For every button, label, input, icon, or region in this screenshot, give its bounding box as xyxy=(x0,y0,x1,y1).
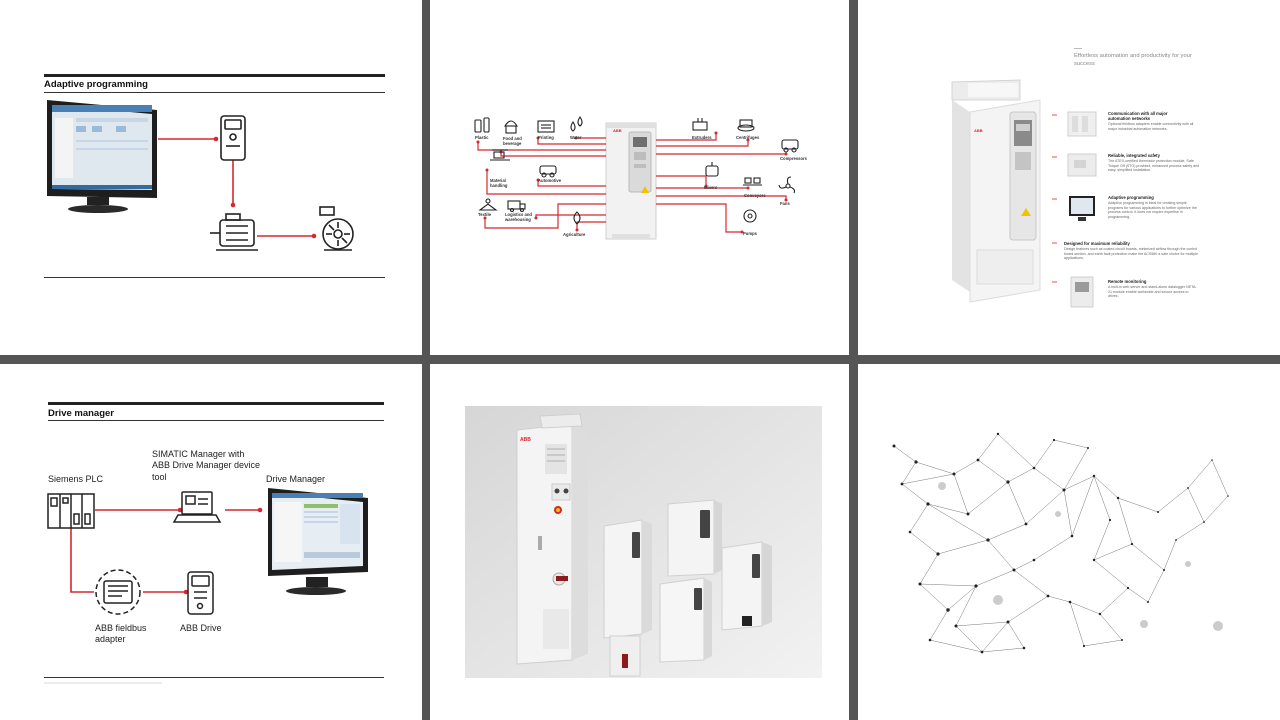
label-fieldbus-adapter: ABB fieldbus adapter xyxy=(95,623,147,645)
applications-diagram: ABB xyxy=(474,116,799,240)
automotive-icon xyxy=(539,165,557,178)
label-fans: Fans xyxy=(780,201,790,206)
mixer-icon xyxy=(705,162,719,177)
water-drops-icon xyxy=(570,116,583,132)
material-handling-icon xyxy=(490,149,510,161)
label-textile: Textile xyxy=(478,212,491,217)
motor-icon xyxy=(210,213,258,251)
label-water: Water xyxy=(570,135,582,140)
adaptive-programming-diagram xyxy=(47,100,354,251)
feature-body-remote: A built-in web server and stand-alone da… xyxy=(1108,285,1197,299)
slide-adaptive-programming[interactable]: Adaptive programming xyxy=(0,0,422,355)
feature-body-adaptive: Adaptive programming is ideal for creati… xyxy=(1108,201,1197,220)
label-centrifuges: Centrifuges xyxy=(736,135,760,140)
cabinet-drive-icon xyxy=(516,413,588,665)
slide-drive-family[interactable]: ABB xyxy=(430,364,849,720)
label-logistics: Logistics and warehousing xyxy=(505,212,532,222)
label-material-handling: Material handling xyxy=(490,178,508,188)
compressor-icon xyxy=(781,139,799,153)
feature-body-safety: The ATEX-certified thermistor protection… xyxy=(1108,159,1200,173)
laptop-icon xyxy=(172,491,222,523)
title-rule-bottom xyxy=(44,92,385,93)
slide-drive-manager[interactable]: Drive manager Siemens PLC SIMATIC Manage… xyxy=(0,364,422,720)
slide-title: Adaptive programming xyxy=(44,79,148,90)
features-graphic: ABB xyxy=(951,79,1097,308)
title-rule-top xyxy=(48,402,384,405)
abb-logo: ABB xyxy=(613,128,622,133)
label-simatic: SIMATIC Manager with ABB Drive Manager d… xyxy=(152,449,261,482)
label-food: Food and beverage xyxy=(503,136,522,146)
wall-drive-large-icon xyxy=(603,519,652,677)
label-drive-manager: Drive Manager xyxy=(266,474,326,484)
wall-drive-right-icon xyxy=(721,541,772,631)
footer-rule xyxy=(44,277,385,278)
feature-body-reliability: Design features such as coated circuit b… xyxy=(1064,247,1199,261)
heading-dash xyxy=(1074,48,1082,49)
textile-hanger-icon xyxy=(478,198,498,211)
wall-drive-flange-icon xyxy=(667,499,722,577)
fieldbus-module-thumb xyxy=(1067,111,1097,137)
monitor-icon xyxy=(47,100,157,213)
wall-drive-small-icon xyxy=(659,577,712,663)
label-printing: Printing xyxy=(538,135,554,140)
pump-icon xyxy=(319,206,354,251)
feature-title-safety: Reliable, integrated safety xyxy=(1108,153,1160,158)
slide-network-background[interactable] xyxy=(858,364,1280,720)
extruder-icon xyxy=(692,118,708,131)
acs580-drive-icon xyxy=(605,122,657,240)
label-plastic: Plastic xyxy=(475,135,489,140)
fan-icon xyxy=(778,176,796,194)
plc-icon xyxy=(47,493,95,529)
label-mixers: Mixers xyxy=(704,185,718,190)
plastic-bottle-icon xyxy=(474,117,490,133)
logistics-truck-icon xyxy=(507,200,526,213)
remote-monitoring-thumb xyxy=(1070,276,1094,308)
safety-module-thumb xyxy=(1067,153,1097,177)
slide-features[interactable]: Effortless automation and productivity f… xyxy=(858,0,1280,355)
svg-text:ABB: ABB xyxy=(520,437,531,443)
feature-title-reliability: Designed for maximum reliability xyxy=(1064,241,1130,246)
food-cupcake-icon xyxy=(504,120,518,134)
network-mesh-graphic xyxy=(892,432,1229,654)
label-pumps: Pumps xyxy=(743,231,757,236)
fieldbus-adapter-icon xyxy=(95,569,141,615)
label-abb-drive: ABB Drive xyxy=(180,623,222,633)
slide-applications[interactable]: ABB xyxy=(430,0,849,355)
label-siemens-plc: Siemens PLC xyxy=(48,474,104,484)
agriculture-pear-icon xyxy=(573,211,581,225)
drive-icon xyxy=(220,115,246,161)
drive-manager-diagram xyxy=(47,488,368,615)
monitor-thumb xyxy=(1069,196,1095,221)
slide-title: Drive manager xyxy=(48,408,115,419)
label-compressors: Compressors xyxy=(780,156,807,161)
acs580-tall-drive-icon xyxy=(951,79,1041,303)
label-agriculture: Agriculture xyxy=(563,232,586,237)
drive-family-photo: ABB xyxy=(465,406,822,678)
features-heading: Effortless automation and productivity f… xyxy=(1074,53,1192,67)
centrifuge-icon xyxy=(737,119,755,132)
abb-drive-icon xyxy=(187,571,214,615)
printer-icon xyxy=(537,120,555,133)
label-extruders: Extruders xyxy=(692,135,712,140)
footer-bar xyxy=(44,682,162,684)
label-conveyors: Conveyors xyxy=(744,193,766,198)
svg-text:ABB: ABB xyxy=(974,128,983,133)
conveyor-icon xyxy=(743,177,762,186)
feature-body-communication: Optional fieldbus adapters enable connec… xyxy=(1108,122,1194,131)
footer-rule xyxy=(44,677,384,678)
feature-title-communication: Communication with all major automation … xyxy=(1108,111,1168,121)
feature-title-adaptive: Adaptive programming xyxy=(1108,195,1154,200)
pump-small-icon xyxy=(743,209,757,223)
title-rule-bottom xyxy=(48,420,384,421)
title-rule-top xyxy=(44,74,385,77)
label-automotive: Automotive xyxy=(538,178,562,183)
feature-title-remote: Remote monitoring xyxy=(1108,279,1147,284)
drive-manager-monitor-icon xyxy=(268,488,368,595)
